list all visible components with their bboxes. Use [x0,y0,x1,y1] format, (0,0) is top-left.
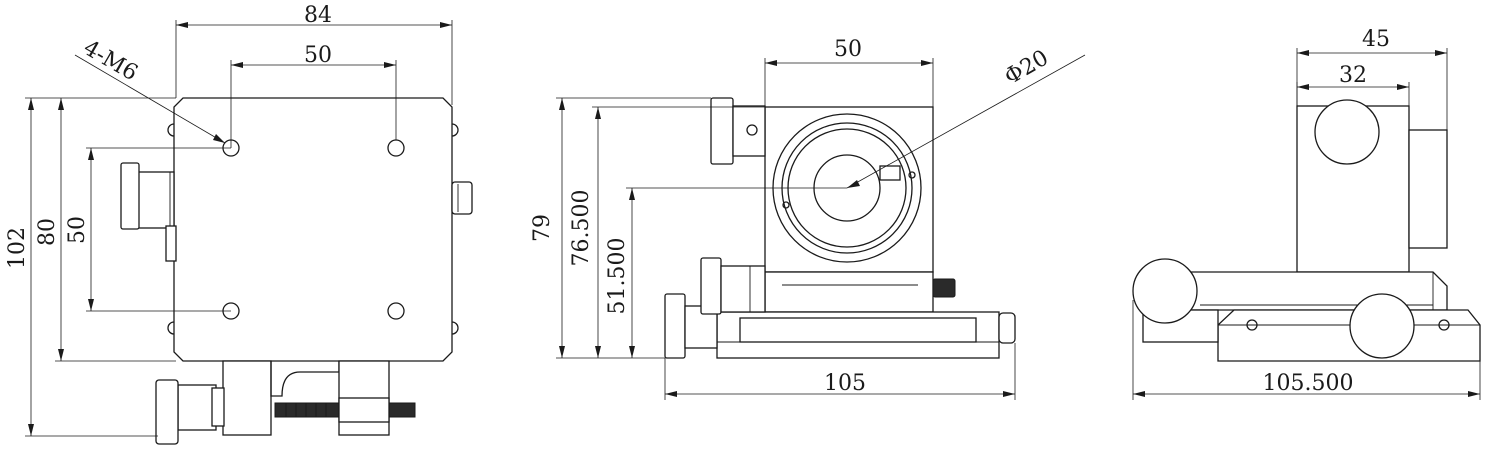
front-top-knob-body [732,105,766,157]
mounting-hole [387,302,405,320]
aperture-callout-phi20: Φ20 [1001,46,1053,91]
dim-outer-width-45: 45 [1362,27,1390,52]
plate-nub [167,321,175,335]
dim-hole-spacing-x-50: 50 [304,43,332,68]
left-knob-cap [120,162,140,230]
front-lower-knob-cap [664,293,686,359]
right-knob [451,181,473,215]
bottom-bracket [270,361,340,397]
dim-block-width-50: 50 [834,37,862,62]
plate-nub [451,123,459,137]
side-left-knob [1132,258,1198,324]
bottom-knob-body [177,384,217,431]
bottom-knob-cap [155,379,179,445]
dim-center-height-51-5: 51.500 [605,238,630,315]
side-screw [932,278,956,298]
dim-top-height-102: 102 [5,227,30,269]
dim-inner-width-32: 32 [1339,63,1367,88]
side-knob-flat [1408,129,1448,249]
left-knob-stem [165,225,177,262]
mounting-hole [387,139,405,157]
dim-hole-spacing-y-50: 50 [65,216,90,244]
bottom-block-left [222,360,272,436]
dim-base-width-105-5: 105.500 [1263,371,1354,396]
dim-base-width-105: 105 [824,371,866,396]
front-view: 50 Φ20 79 76.500 51.500 105 [530,37,1086,400]
front-side-knob-cap [700,257,722,315]
ring-screw [908,171,916,179]
plate-nub [167,123,175,137]
left-knob-body [136,171,175,229]
rail-base [716,311,1000,359]
plate-nub [451,321,459,335]
dim-plate-height-80: 80 [35,218,60,246]
top-view: 84 50 4-M6 102 80 50 [5,3,473,445]
front-top-knob-cap [710,97,734,165]
hole-callout-4-m6: 4-M6 [79,36,142,87]
side-rail [1217,309,1481,362]
bottom-knob-collar [211,387,225,427]
side-top-knob [1314,99,1380,165]
dim-block-top-76-5: 76.500 [569,190,594,267]
front-block [764,106,934,273]
side-view: 45 32 105.500 [1132,27,1481,400]
ring-screw [782,201,790,209]
rail-end-knob [998,312,1016,344]
carriage [764,271,934,313]
dim-total-height-79: 79 [530,214,555,242]
side-bottom-knob [1349,293,1415,359]
dim-top-width-84: 84 [304,3,332,28]
